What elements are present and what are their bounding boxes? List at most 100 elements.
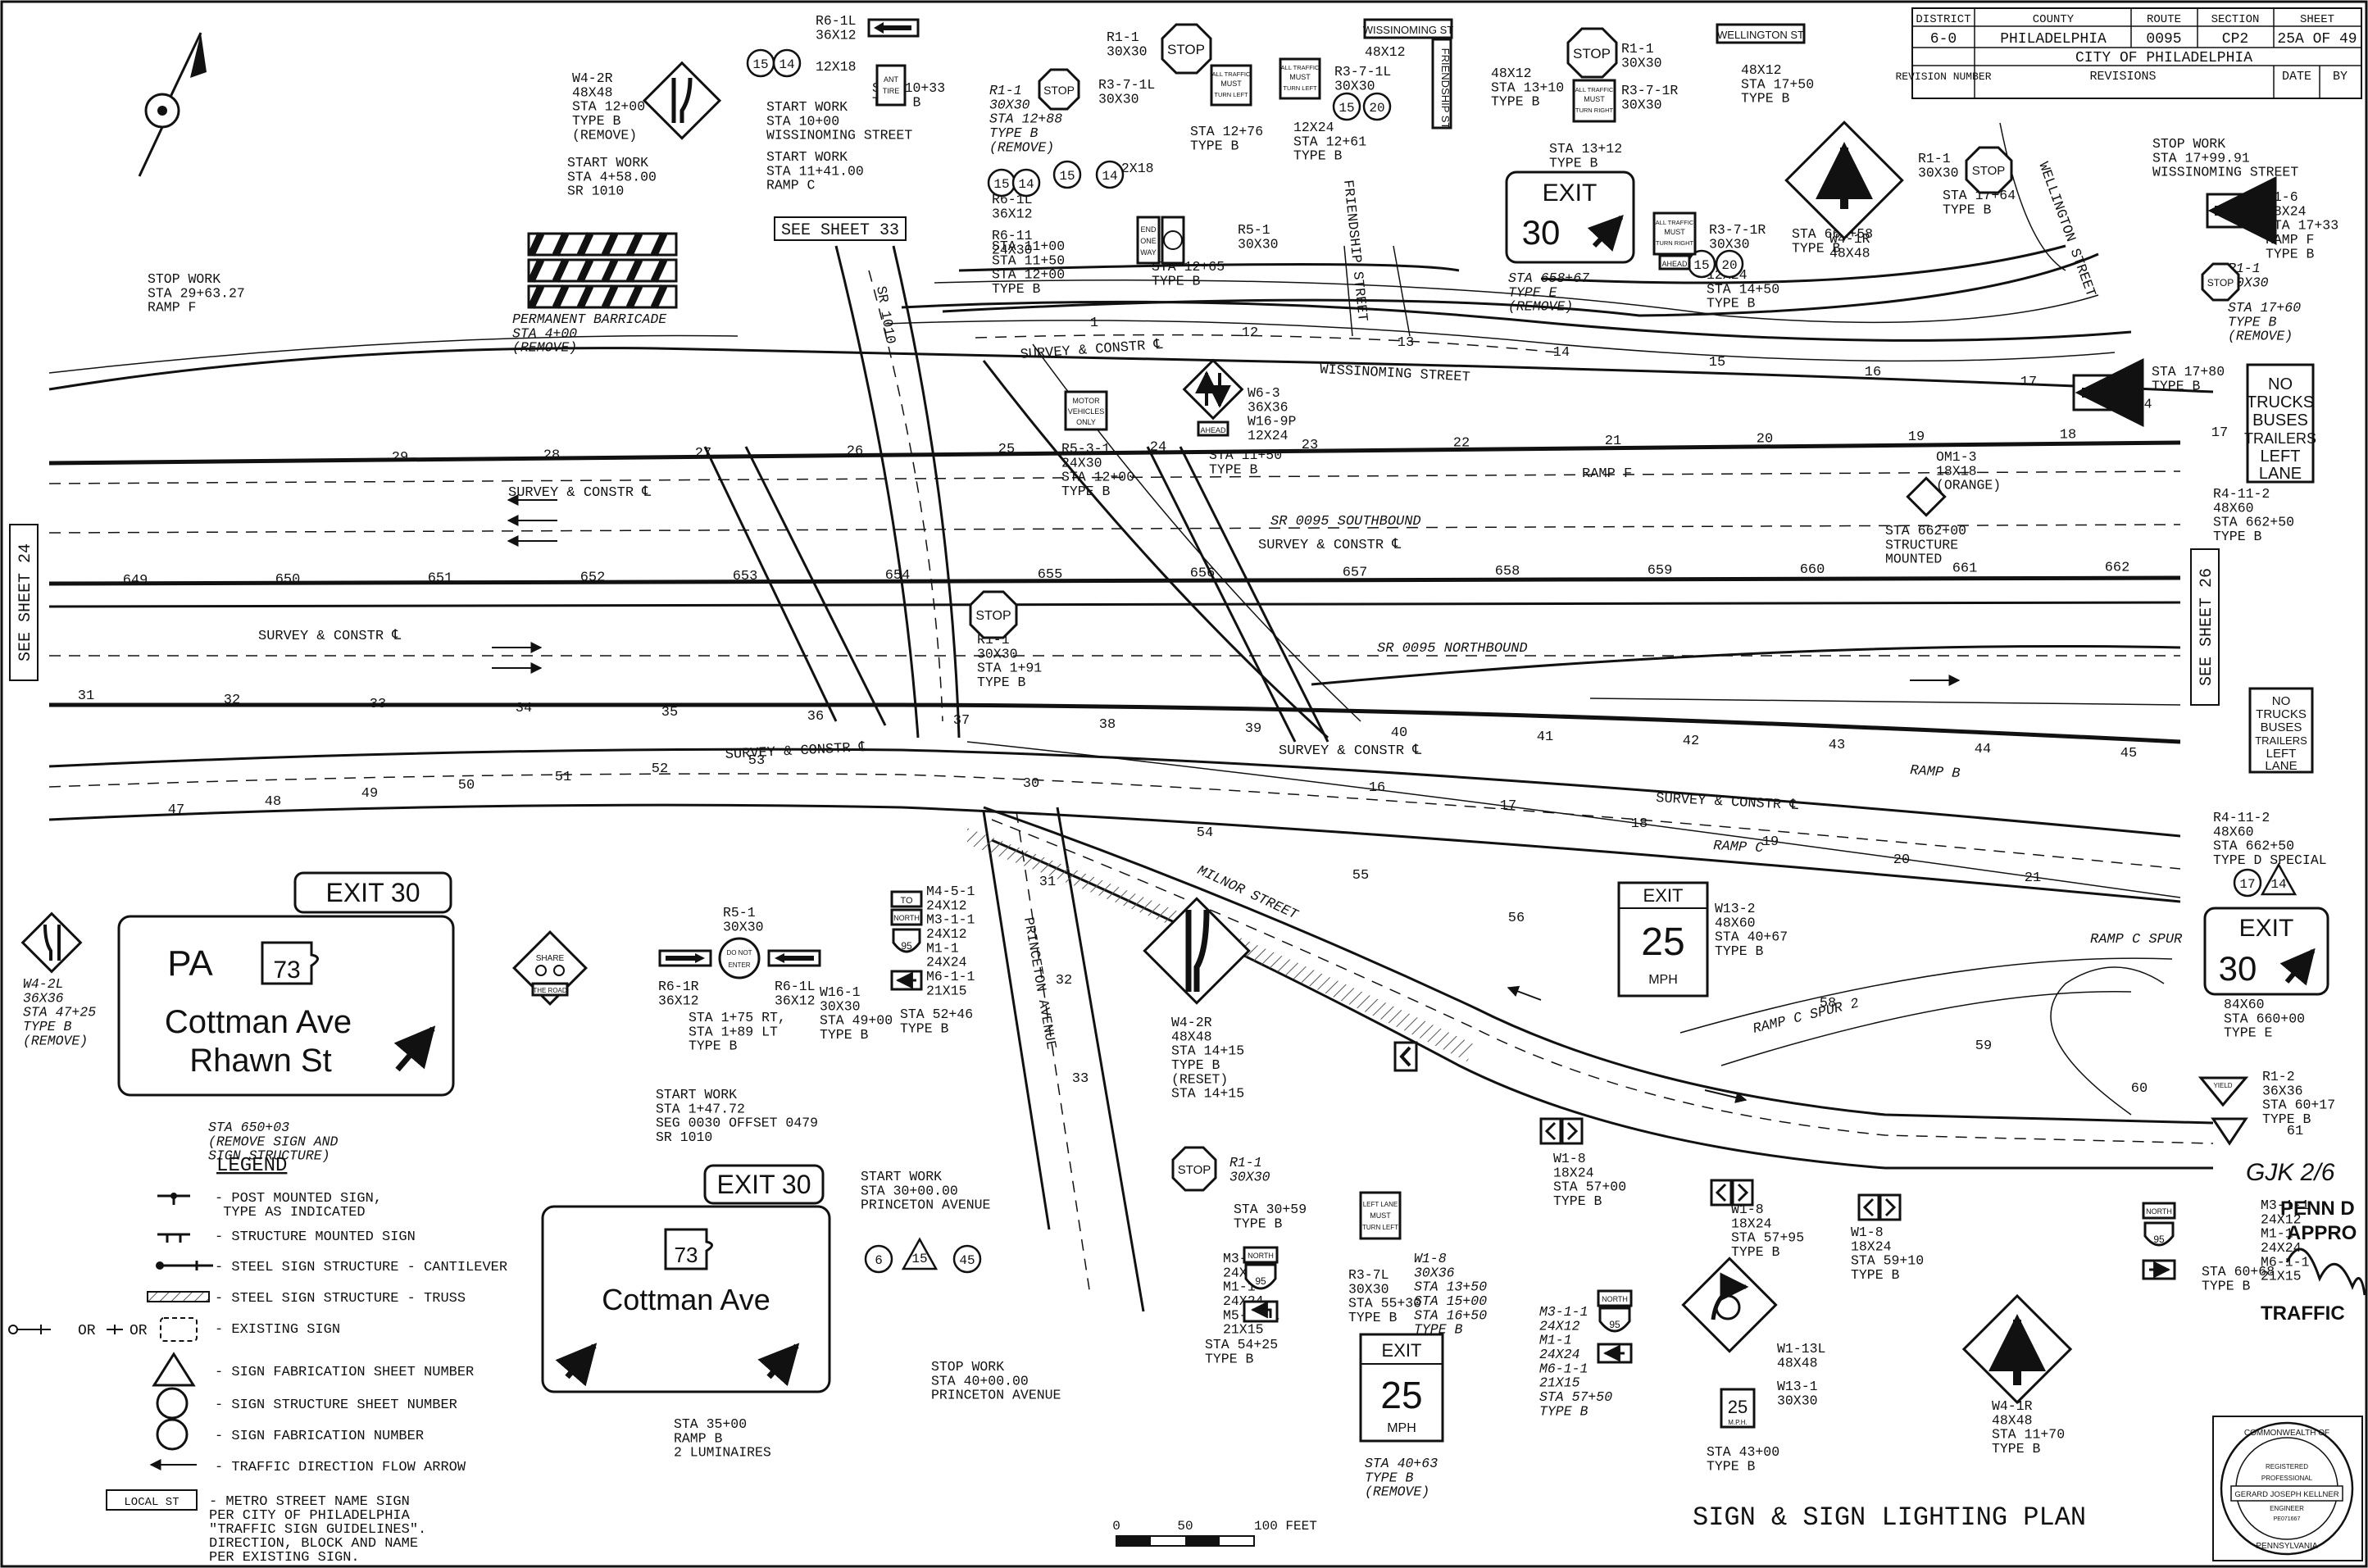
all-traffic-label: ALL TRAFFIC (1575, 86, 1614, 93)
legend-or-1: OR (78, 1323, 96, 1339)
no-trucks-line: NO (2272, 694, 2291, 708)
no-trucks-line: LANE (2259, 465, 2302, 483)
station-sb: 651 (428, 571, 453, 587)
station-ramp-b: 49 (361, 786, 378, 802)
stop-sign-top-left: STOP (1038, 68, 1080, 111)
left-lane-label: LEFT LANE (1363, 1201, 1398, 1208)
station-ramp-b: 52 (652, 761, 668, 777)
station-milnor: 61 (2287, 1124, 2303, 1139)
the-road-label: THE ROAD (533, 987, 567, 994)
exit-30-guide-sign-top: EXIT 30 (1505, 170, 1635, 264)
way-label: WAY (1140, 248, 1157, 257)
title-block: DISTRICT COUNTY ROUTE SECTION SHEET 6-0 … (1895, 7, 2362, 99)
turn-left-label: TURN LEFT (1283, 84, 1317, 92)
fabrication-number-circle: 17 (2233, 868, 2262, 898)
must-label: MUST (1584, 95, 1605, 103)
tb-header-route: ROUTE (2147, 13, 2181, 26)
tb-county: PHILADELPHIA (2000, 31, 2107, 48)
fabrication-number: 15 (1693, 258, 1709, 273)
exit-25-mph-advisory-sign-bottom: EXIT 25 MPH (1359, 1333, 1444, 1443)
w1-6-arrow-sign-right (2206, 176, 2277, 245)
station-ramp-b: 53 (748, 753, 765, 769)
legend: LEGEND OR OR (8, 1155, 507, 1566)
match-lines: SEE SHEET 24 SEE SHEET 26 SEE SHEET 33 (9, 216, 2220, 706)
station-ramp-b: 47 (168, 802, 184, 818)
turn-left-label: TURN LEFT (1362, 1224, 1398, 1231)
legend-structure-mounted-icon (157, 1233, 190, 1243)
no-trucks-line: NO (2268, 375, 2293, 393)
station-nb: 39 (1245, 721, 1261, 737)
station-nb: 32 (224, 693, 240, 708)
enter-label: ENTER (728, 961, 750, 969)
road-label: SURVEY & CONSTR ℄ (725, 740, 868, 763)
exit-word: EXIT (1382, 1340, 1422, 1361)
w4-2r-merge-sign (642, 61, 722, 140)
no-trucks-line: LEFT (2266, 747, 2297, 761)
do-not-label: DO NOT (726, 949, 752, 957)
station-milnor: 60 (2131, 1081, 2148, 1097)
speed-value: 25 (1380, 1374, 1422, 1416)
road-label: RAMP F (1582, 466, 1632, 482)
route-marker-cluster-right: NORTH 95 (2142, 1202, 2176, 1280)
sign-note: 48X12 (1365, 44, 1406, 60)
tb-route: 0095 (2146, 31, 2181, 48)
no-trucks-line: TRAILERS (2244, 430, 2316, 447)
turn-right-label: TURN RIGHT (1575, 107, 1614, 114)
i95-label: 95 (901, 940, 912, 952)
fabrication-number-circle: 14 (1011, 168, 1041, 198)
fabrication-number-circle: 45 (952, 1244, 982, 1274)
seal-registered: REGISTERED (2266, 1463, 2308, 1470)
fabrication-number: 15 (1339, 101, 1354, 116)
station-ramp-f: 21 (1605, 434, 1621, 449)
station-ramp-f: 28 (543, 448, 560, 464)
legend-or-2: OR (130, 1323, 148, 1339)
handwritten-initials: GJK 2/6 (2246, 1159, 2335, 1186)
tb-city: CITY OF PHILADELPHIA (2075, 50, 2252, 66)
tb-revision-number: REVISION NUMBER (1895, 70, 1991, 83)
tb-district: 6-0 (1930, 31, 1957, 48)
i95-label: 95 (2153, 1234, 2165, 1245)
tb-sheet: 25A OF 49 (2277, 31, 2357, 48)
approval-stamp-fragment: PENN D APPRO TRAFFIC GJK 2/6 (2246, 1159, 2366, 1325)
tb-header-section: SECTION (2211, 13, 2260, 26)
vehicles-label: VEHICLES (1068, 407, 1105, 416)
all-traffic-right-sign-2: ALL TRAFFIC MUST TURN RIGHT AHEAD (1652, 211, 1697, 270)
legend-items: - POST MOUNTED SIGN, TYPE AS INDICATED- … (209, 1191, 507, 1566)
stop-sign-right-edge: STOP (2201, 262, 2240, 302)
speed-value: 25 (1728, 1397, 1748, 1417)
approval-line-2: APPRO (2287, 1222, 2357, 1244)
station-princeton: 30 (1023, 776, 1039, 792)
station-nb: 44 (1975, 742, 1991, 757)
station-princeton: 31 (1039, 875, 1056, 890)
station-ramp-c: 19 (1762, 834, 1779, 850)
tb-section: CP2 (2222, 31, 2248, 48)
legend-item: - POST MOUNTED SIGN, TYPE AS INDICATED (215, 1191, 382, 1220)
approval-line-3: TRAFFIC (2261, 1302, 2345, 1325)
only-label: ONLY (1076, 418, 1096, 426)
station-ramp-f: 25 (998, 442, 1015, 457)
fabrication-number-circle: 14 (1095, 160, 1125, 189)
scale-tick-0: 0 (1112, 1519, 1120, 1534)
exit-tab-label: EXIT 30 (716, 1170, 811, 1199)
